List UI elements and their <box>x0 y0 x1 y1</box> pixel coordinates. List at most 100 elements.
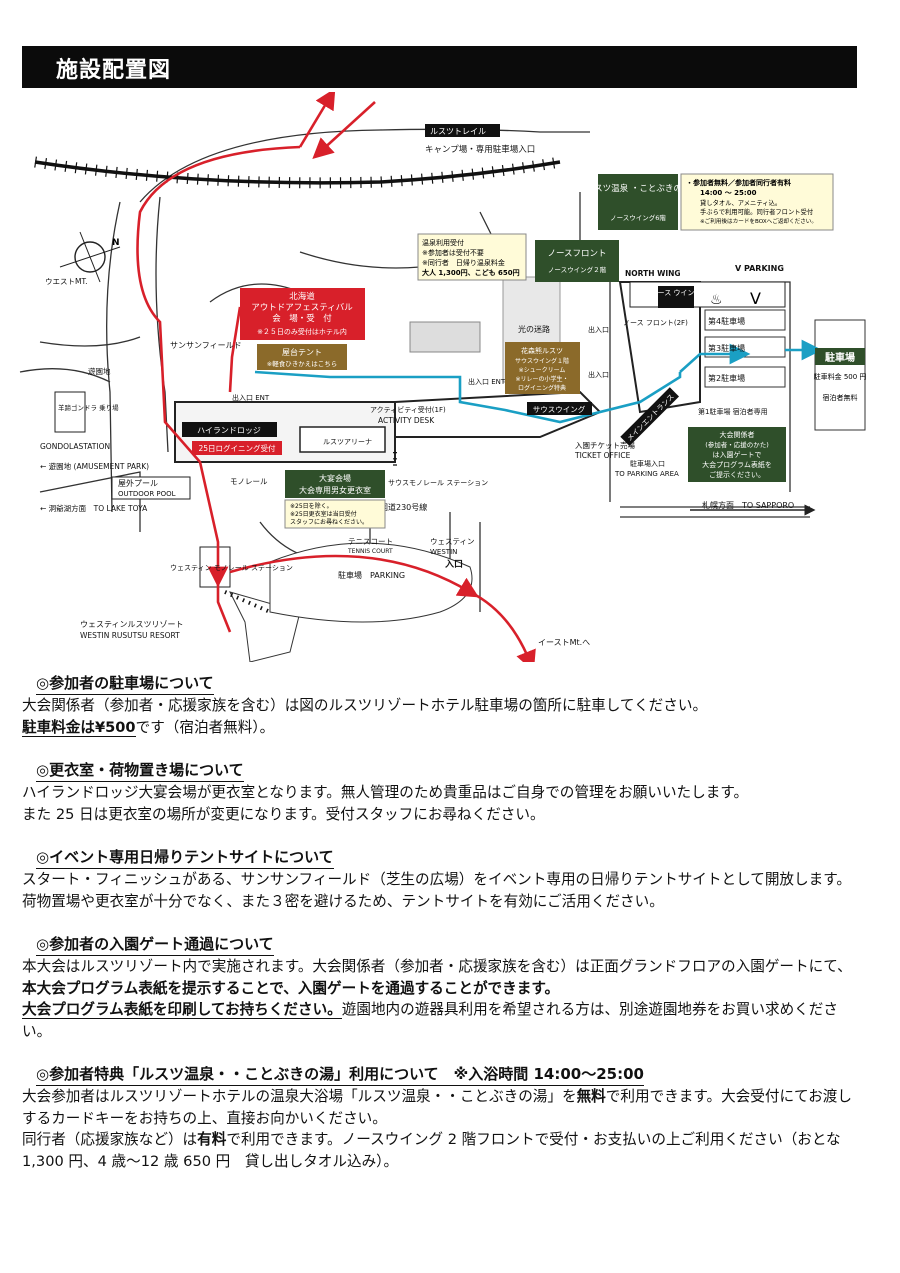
svg-text:サウスウイング: サウスウイング <box>533 404 586 414</box>
section-title: ◎更衣室・荷物置き場について <box>36 759 244 782</box>
tennis-label: テニスコート <box>348 537 393 546</box>
gondola-label: 羊蹄ゴンドラ 乗り場 <box>58 403 119 412</box>
parking1-label: 第1駐車場 宿泊者専用 <box>698 407 768 416</box>
exit-ent-label: 出入口 ENT <box>232 393 270 402</box>
svg-text:(参加者・応援のかた): (参加者・応援のかた) <box>705 440 769 449</box>
svg-text:会 場・受 付: 会 場・受 付 <box>272 313 332 324</box>
section-parking: ◎参加者の駐車場について 大会関係者（参加者・応援家族を含む）は図のルスツリゾー… <box>22 672 862 738</box>
paragraph: 本大会はルスツリゾート内で実施されます。大会関係者（参加者・応援家族を含む）は正… <box>22 958 852 997</box>
svg-text:スタッフにお尋ねください。: スタッフにお尋ねください。 <box>290 518 368 526</box>
sunsun-label: サンサンフィールド <box>170 341 242 350</box>
parking-area-label: TO PARKING AREA <box>614 470 679 478</box>
onsen-icon: ♨ <box>710 292 723 308</box>
railway <box>34 156 561 189</box>
westin-mono-label: ウェスティン モノレール ステーション <box>170 564 293 572</box>
onsen-front-box: 温泉利用受付 ※参加者は受付不要 ※同行者 日帰り温泉料金 大人 1,300円、… <box>417 233 527 281</box>
svg-text:大宴会場: 大宴会場 <box>319 473 351 483</box>
svg-text:ノースウイング２階: ノースウイング２階 <box>548 265 607 274</box>
svg-text:ルスツ温泉 ・ことぶきの湯: ルスツ温泉 ・ことぶきの湯 <box>586 183 691 194</box>
camp-label: キャンプ場・専用駐車場入口 <box>425 144 535 155</box>
east-mt-label: イーストMt.へ <box>538 638 590 647</box>
facility-map: N ルスツトレイル キャンプ場・専用駐車場入口 ウエストMT. 遊園地 羊蹄ゴン… <box>19 92 867 662</box>
svg-text:※25日更衣室は当日受付: ※25日更衣室は当日受付 <box>290 510 357 518</box>
paragraph: 大会プログラム表紙を印刷してお持ちください。遊園地内の遊器具利用を希望される方は… <box>22 1001 838 1040</box>
svg-text:N: N <box>112 238 120 248</box>
yatai-box: 屋台テント ※軽食ひきかえはこちら <box>257 344 347 370</box>
arena-label: ルスツアリーナ <box>323 438 372 446</box>
westin-resort-label: ウェスティンルスツリゾート <box>80 620 184 629</box>
exit-ent-label-2: 出入口 ENT <box>468 377 506 386</box>
amusement-label: ← 遊園地 (AMUSEMENT PARK) <box>40 461 149 471</box>
svg-text:※軽食ひきかえはこちら: ※軽食ひきかえはこちら <box>267 359 337 368</box>
north-front2-label: ノース フロント(2F) <box>623 319 688 327</box>
svg-text:14:00 〜 25:00: 14:00 〜 25:00 <box>700 189 757 197</box>
parking4-label: 第4駐車場 <box>708 316 745 326</box>
trail-label: ルスツトレイル <box>430 127 486 136</box>
section-title: ◎イベント専用日帰りテントサイトについて <box>36 846 334 869</box>
westin-entry-label: ウェスティン <box>430 537 475 546</box>
svg-text:大会プログラム表紙を: 大会プログラム表紙を <box>702 460 772 469</box>
svg-text:温泉利用受付: 温泉利用受付 <box>422 238 464 247</box>
hanamori-box: 花森熊ルスツ サウスウイング１階 ※シュークリーム ※リレーの小学生・ ログイニ… <box>505 342 580 394</box>
svg-text:・参加者無料／参加者同行者有料: ・参加者無料／参加者同行者有料 <box>686 178 791 187</box>
svg-text:※参加者は受付不要: ※参加者は受付不要 <box>422 248 484 257</box>
north-wing-label: NORTH WING <box>625 269 681 278</box>
staff-box: 大会関係者 (参加者・応援のかた) は入園ゲートで 大会プログラム表紙を ご提示… <box>688 427 786 482</box>
svg-text:ノース ウイング: ノース ウイング <box>651 288 702 297</box>
paragraph: 大会関係者（参加者・応援家族を含む）は図のルスツリゾートホテル駐車場の箇所に駐車… <box>22 697 708 714</box>
document-body: ◎参加者の駐車場について 大会関係者（参加者・応援家族を含む）は図のルスツリゾー… <box>22 672 862 1193</box>
parking-entry-label: 駐車場入口 <box>630 459 665 468</box>
svg-text:ハイランドロッジ: ハイランドロッジ <box>197 426 261 435</box>
north-wing-box: ノース ウイング ♨ V <box>651 286 761 308</box>
paragraph: スタート・フィニッシュがある、サンサンフィールド（芝生の広場）をイベント専用の日… <box>22 871 851 910</box>
svg-text:ノースフロント: ノースフロント <box>547 249 606 259</box>
svg-text:アウトドアフェスティバル: アウトドアフェスティバル <box>251 303 353 313</box>
compass-icon: N <box>59 231 121 283</box>
parking2-label: 第2駐車場 <box>708 373 745 383</box>
v-parking-label: V PARKING <box>735 264 784 273</box>
pool-en-label: OUTDOOR POOL <box>118 490 176 498</box>
svg-text:貸しタオル、アメニティ込。: 貸しタオル、アメニティ込。 <box>700 198 781 207</box>
tennis-en-label: TENNIS COURT <box>347 548 393 555</box>
gondola-station-label: GONDOLASTATION <box>40 442 110 451</box>
paragraph: ハイランドロッジ大宴会場が更衣室となります。無人管理のため貴重品はご自身での管理… <box>22 784 749 801</box>
hikari-label: 光の迷路 <box>518 324 550 334</box>
svg-text:ご提示ください。: ご提示ください。 <box>709 470 765 479</box>
festival-box: 北海道 アウトドアフェスティバル 会 場・受 付 ※２５日のみ受付はホテル内 <box>240 288 365 340</box>
monorail-label: モノレール <box>230 477 268 486</box>
section-title: ◎参加者特典「ルスツ温泉・・ことぶきの湯」利用について ※入浴時間 14:00〜… <box>36 1063 644 1086</box>
lake-toya-label: ← 洞爺湖方面 TO LAKE TOYA <box>40 503 148 513</box>
south-wing-box: サウスウイング <box>527 402 592 415</box>
section-title: ◎参加者の入園ゲート通過について <box>36 933 274 956</box>
svg-text:大会関係者: 大会関係者 <box>720 430 755 439</box>
svg-text:25日ログイニング受付: 25日ログイニング受付 <box>198 443 276 453</box>
onsen-box: ルスツ温泉 ・ことぶきの湯 ノースウイング6階 ・参加者無料／参加者同行者有料 … <box>586 173 834 231</box>
svg-text:大会専用男女更衣室: 大会専用男女更衣室 <box>299 485 371 495</box>
svg-text:北海道: 北海道 <box>289 291 315 302</box>
svg-text:ノースウイング6階: ノースウイング6階 <box>610 213 666 222</box>
north-front-box: ノースフロント ノースウイング２階 <box>535 240 619 282</box>
ticket-label: 入園チケット売場 <box>575 440 635 450</box>
header-bar: 施設配置図 <box>22 46 857 88</box>
parking-lot-label: 駐車場 PARKING <box>338 570 405 580</box>
exit-label-2: 出入口 <box>588 370 609 379</box>
svg-text:花森熊ルスツ: 花森熊ルスツ <box>521 346 563 355</box>
svg-text:※シュークリーム: ※シュークリーム <box>519 367 566 374</box>
section-tent-site: ◎イベント専用日帰りテントサイトについて スタート・フィニッシュがある、サンサン… <box>22 846 862 912</box>
svg-text:駐車料金 500 円: 駐車料金 500 円 <box>814 372 867 381</box>
svg-text:大人 1,300円、こども 650円: 大人 1,300円、こども 650円 <box>422 268 520 277</box>
svg-text:※リレーの小学生・: ※リレーの小学生・ <box>515 375 568 383</box>
south-monorail-label: サウスモノレール ステーション <box>388 479 488 487</box>
paragraph: 同行者（応援家族など）は有料で利用できます。ノースウイング 2 階フロントで受付… <box>22 1131 841 1170</box>
ticket-en-label: TICKET OFFICE <box>574 451 631 460</box>
svg-text:宿泊者無料: 宿泊者無料 <box>823 393 858 402</box>
svg-text:手ぶらで利用可能。同行者フロント受付: 手ぶらで利用可能。同行者フロント受付 <box>700 207 813 216</box>
svg-text:※同行者 日帰り温泉料金: ※同行者 日帰り温泉料金 <box>422 258 505 267</box>
parking-fee-box: 駐車場 駐車料金 500 円 宿泊者無料 <box>814 348 867 402</box>
svg-text:屋台テント: 屋台テント <box>282 347 322 357</box>
westin-entry-en-label: WESTIN <box>430 548 457 556</box>
svg-text:※ご利用後はカードをBOXへご返却ください。: ※ご利用後はカードをBOXへご返却ください。 <box>700 217 817 225</box>
svg-text:ログイニング特典: ログイニング特典 <box>518 384 566 392</box>
activity-en-label: ACTIVITY DESK <box>378 416 435 425</box>
svg-text:※25日を除く。: ※25日を除く。 <box>290 502 333 510</box>
